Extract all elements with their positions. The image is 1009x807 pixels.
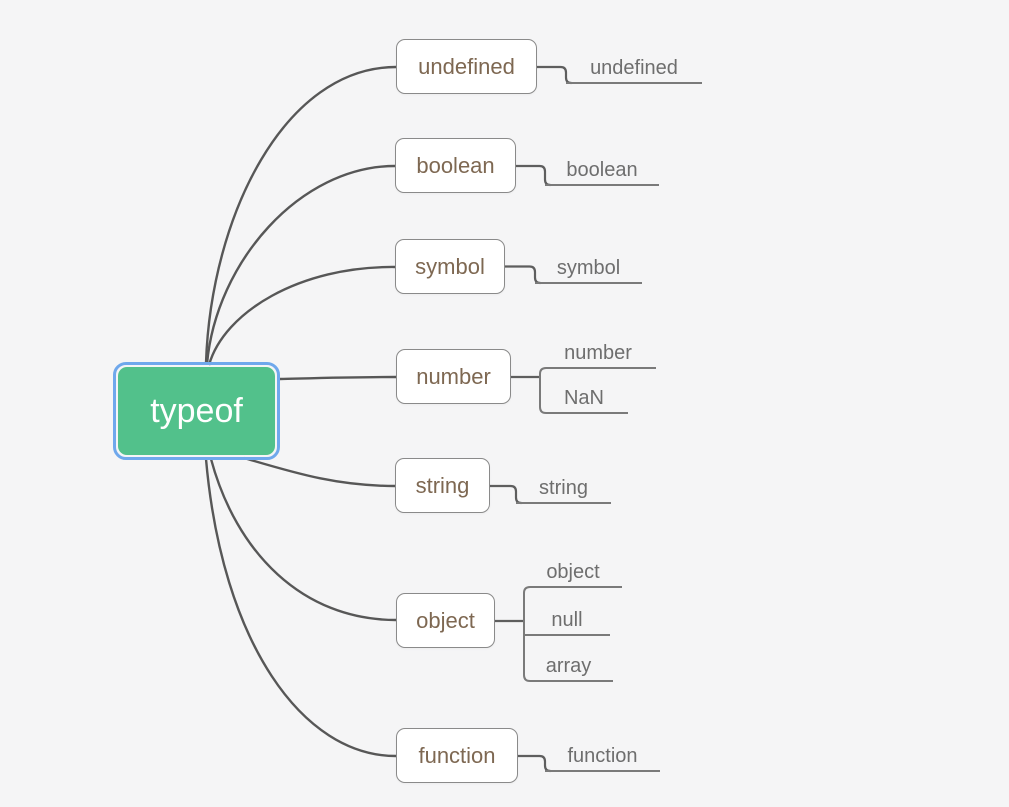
edge-root-to-string [243,456,396,488]
edge-root-to-symbol [207,265,396,366]
root-topic[interactable]: typeof [118,367,275,455]
edge-root-to-function [204,458,397,758]
branch-topic-label: number [416,363,491,389]
bracket-number [539,367,656,414]
selection-outline [113,362,280,460]
branch-topic-label: symbol [415,253,485,279]
branch-topic-boolean[interactable]: boolean [395,138,516,193]
subtopic-symbol[interactable]: symbol [556,257,621,279]
branch-topic-undefined[interactable]: undefined [396,39,537,94]
subtopic-nan[interactable]: NaN [563,387,604,409]
branch-topic-symbol[interactable]: symbol [395,239,505,294]
branch-topic-label: string [415,472,470,498]
branch-topic-label: undefined [418,53,515,79]
edge-root-to-undefined [204,65,397,364]
subtopic-number[interactable]: number [564,342,632,364]
subtopic-array[interactable]: array [545,655,592,677]
subtopic-function[interactable]: function [567,745,638,767]
subtopic-object[interactable]: object [546,561,600,583]
edge-root-to-boolean [205,164,396,365]
branch-topic-function[interactable]: function [396,728,518,783]
subtopic-boolean[interactable]: boolean [566,159,638,181]
edge-root-to-number [279,375,397,381]
subtopic-string[interactable]: string [539,477,588,499]
subtopic-undefined[interactable]: undefined [590,57,678,79]
branch-topic-label: function [418,742,496,768]
root-topic-label: typeof [150,391,243,430]
subtopic-null[interactable]: null [551,609,583,631]
branch-topic-label: object [416,607,475,633]
branch-topic-string[interactable]: string [395,458,490,513]
branch-topic-label: boolean [416,152,495,178]
branch-topic-number[interactable]: number [396,349,511,404]
branch-topic-object[interactable]: object [396,593,495,648]
edge-root-to-object [209,458,397,622]
